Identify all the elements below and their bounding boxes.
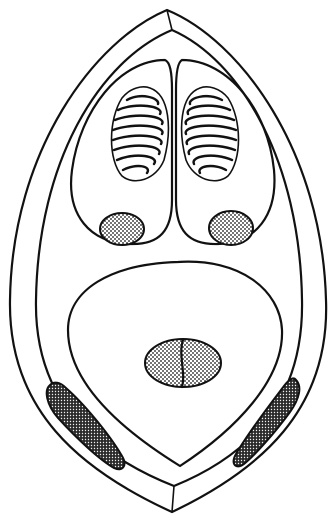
left-dark-plate	[47, 383, 125, 470]
outer-shell	[10, 10, 326, 512]
left-coiled-filament	[113, 96, 163, 173]
left-small-body	[100, 213, 144, 245]
right-coiled-filament	[186, 96, 236, 173]
central-binucleate-body	[145, 339, 221, 387]
right-small-body	[209, 211, 253, 245]
bottom-suture	[172, 486, 174, 512]
